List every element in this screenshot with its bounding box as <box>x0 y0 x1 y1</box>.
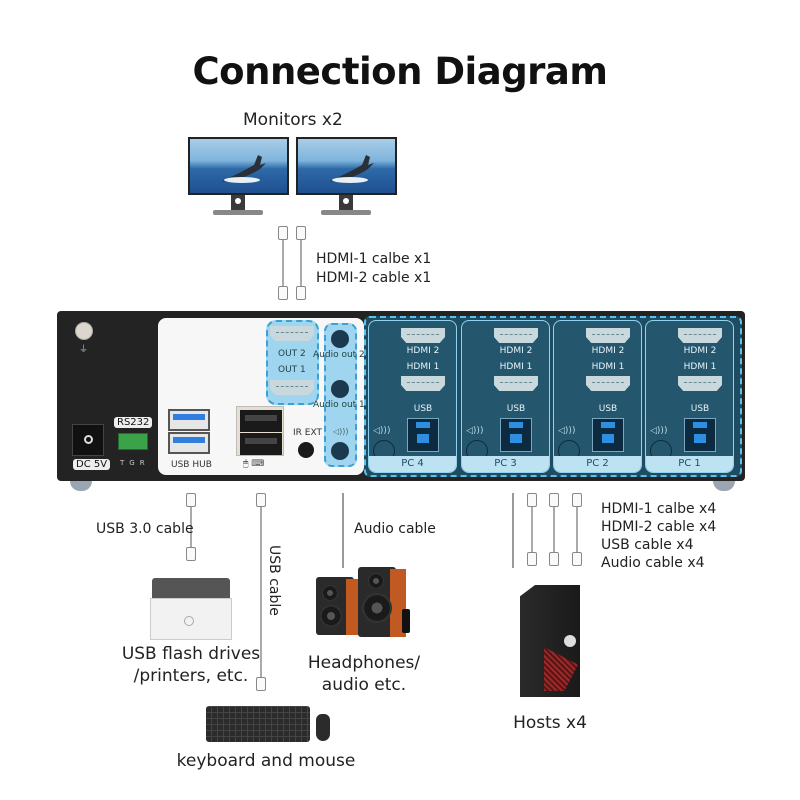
out-1-label: OUT 1 <box>278 365 306 375</box>
usb-hub-port-2 <box>168 432 210 454</box>
usb-label: USB <box>598 404 618 414</box>
pc-label: PC 1 <box>646 456 733 472</box>
ir-ext-label: IR EXT <box>293 428 322 438</box>
audio-cable-label: Audio cable <box>354 521 436 537</box>
hdmi-2-port <box>401 328 445 343</box>
whale-icon <box>222 155 266 183</box>
rs232-terminal <box>118 433 148 450</box>
hdmi-2-port <box>494 328 538 343</box>
audio-out-1-jack <box>331 380 349 398</box>
hdmi-1-port <box>401 376 445 391</box>
hdmi-2-label: HDMI 2 <box>591 346 625 356</box>
hdmi-1-port <box>678 376 722 391</box>
hdmi-2-port <box>678 328 722 343</box>
hdmi-2-port <box>586 328 630 343</box>
pc-port-group-2: HDMI 2 HDMI 1 USB ◁))) PC 2 <box>553 320 642 473</box>
pc-port-group-3: HDMI 2 HDMI 1 USB ◁))) PC 3 <box>461 320 550 473</box>
usb30-cable-label: USB 3.0 cable <box>96 521 194 537</box>
hdmi-2-label: HDMI 2 <box>499 346 533 356</box>
audio-device-label: Headphones/ audio etc. <box>307 653 421 695</box>
hdmi-1-label: HDMI 1 <box>499 362 533 372</box>
mouse-keyboard-icon: 🖱 ⌨ <box>243 459 265 469</box>
hdmi-2-label: HDMI 2 <box>406 346 440 356</box>
speakers-image <box>316 567 412 639</box>
usb-label: USB <box>413 404 433 414</box>
audio-out-1-label: Audio out 1 <box>313 400 365 410</box>
whale-icon <box>330 155 374 183</box>
monitor-1 <box>188 137 289 219</box>
hdmi-1-label: HDMI 1 <box>591 362 625 372</box>
usb-label: USB <box>690 404 710 414</box>
page-title: Connection Diagram <box>192 50 608 93</box>
rs232-label: RS232 <box>114 417 153 428</box>
pc-port-group-1: HDMI 2 HDMI 1 USB ◁))) PC 1 <box>645 320 734 473</box>
audio-out-2-label: Audio out 2 <box>313 350 365 360</box>
rs232-pins: TGR <box>120 459 150 467</box>
hdmi-out-1-port <box>270 380 314 395</box>
usb-b-port <box>684 418 716 452</box>
hdmi-1-port <box>586 376 630 391</box>
ground-icon: ⏚ <box>79 345 89 355</box>
mouse-usb-port <box>240 410 282 432</box>
usb-hub-label: USB HUB <box>171 460 212 470</box>
monitors-label: Monitors x2 <box>243 110 343 130</box>
out-2-label: OUT 2 <box>278 349 306 359</box>
usb-b-port <box>407 418 439 452</box>
audio-out-2-jack <box>331 330 349 348</box>
speaker-icon: ◁))) <box>373 426 391 436</box>
pc-label: PC 2 <box>554 456 641 472</box>
usb-label: USB <box>506 404 526 414</box>
speaker-icon: ◁))) <box>650 426 668 436</box>
ir-ext-jack <box>298 442 314 458</box>
pc-label: PC 3 <box>462 456 549 472</box>
keyboard-image <box>206 706 310 742</box>
hdmi-1-label: HDMI 1 <box>406 362 440 372</box>
audio-in-jack <box>331 442 349 460</box>
usb-cable-label: USB cable <box>266 545 282 616</box>
printer-image <box>150 578 232 640</box>
usb-b-port <box>592 418 624 452</box>
hdmi-1-label: HDMI 1 <box>683 362 717 372</box>
hdmi-out-2-port <box>270 326 314 341</box>
speaker-icon: ◁))) <box>466 426 484 436</box>
device-foot-left <box>70 481 92 491</box>
hdmi-1-port <box>494 376 538 391</box>
usb-hub-port-1 <box>168 409 210 431</box>
pc-port-group-4: HDMI 2 HDMI 1 USB ◁))) PC 4 <box>368 320 457 473</box>
dc-5v-label: DC 5V <box>73 459 111 470</box>
keyboard-mouse-label: keyboard and mouse <box>176 751 356 771</box>
ground-screw <box>75 322 93 340</box>
hdmi-2-label: HDMI 2 <box>683 346 717 356</box>
hosts-label: Hosts x4 <box>513 713 587 733</box>
host-cable-labels: HDMI-1 calbe x4 HDMI-2 cable x4 USB cabl… <box>601 501 717 571</box>
pc-label: PC 4 <box>369 456 456 472</box>
monitor-cable-labels: HDMI-1 calbe x1 HDMI-2 cable x1 <box>316 251 432 286</box>
speaker-icon: ◁))) <box>558 426 576 436</box>
dc-power-jack <box>72 424 104 456</box>
speaker-icon: ◁))) <box>333 427 349 436</box>
device-foot-right <box>713 481 735 491</box>
printer-label: USB flash drives /printers, etc. <box>121 644 261 686</box>
mouse-image <box>316 714 330 741</box>
usb-b-port <box>500 418 532 452</box>
monitor-2 <box>296 137 397 219</box>
keyboard-usb-port <box>240 433 282 455</box>
host-pc-image <box>520 585 580 697</box>
